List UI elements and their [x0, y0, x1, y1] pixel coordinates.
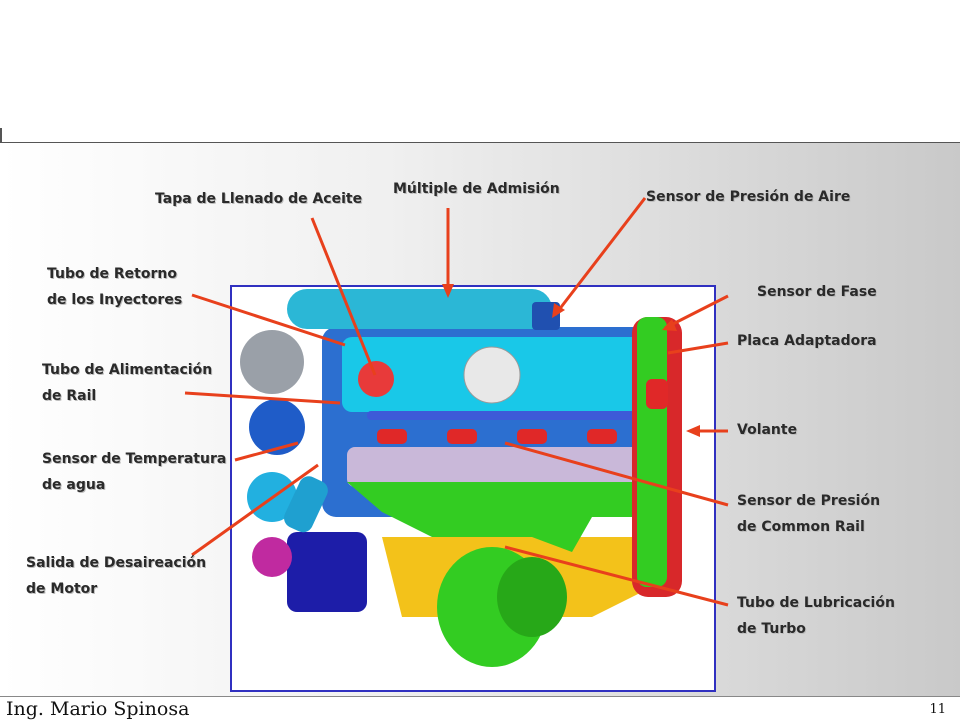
label-intake-manifold: Múltiple de Admisión: [393, 176, 560, 202]
label-text-line1: Tubo de Retorno: [47, 266, 177, 282]
label-text-line1: Sensor de Presión: [737, 493, 881, 509]
injector: [517, 429, 547, 444]
leader-air-sensor: [553, 197, 647, 316]
label-phase-sensor: Sensor de Fase: [757, 279, 877, 305]
footer-divider: [0, 696, 960, 697]
label-text: Sensor de Presión de Aire: [646, 189, 851, 205]
label-flywheel: Volante: [737, 417, 797, 443]
label-text-line2: de Turbo: [737, 621, 806, 637]
label-text-line1: Sensor de Temperatura: [42, 451, 227, 467]
common-rail: [367, 411, 637, 420]
label-text: Placa Adaptadora: [737, 333, 877, 349]
arrowhead-intake: [442, 284, 454, 298]
label-text-line2: de Common Rail: [737, 519, 865, 535]
belt-pulley: [240, 330, 304, 394]
page-number: 11: [929, 702, 946, 717]
label-text: Volante: [737, 422, 798, 438]
engine-illustration: [240, 289, 682, 667]
label-adapter-plate: Placa Adaptadora: [737, 328, 877, 354]
arrowhead-phase-sensor: [662, 319, 677, 331]
leader-adapter-plate: [667, 341, 729, 355]
label-text-line1: Salida de Desaireación: [26, 555, 207, 571]
arrowhead-air-sensor: [552, 303, 565, 318]
valve-cover-dome: [463, 346, 521, 404]
footer-author: Ing. Mario Spinosa: [6, 698, 190, 720]
degassing-outlet: [284, 476, 328, 533]
turbo-housing: [497, 557, 567, 637]
leader-temp-sensor: [234, 441, 299, 462]
label-text: Múltiple de Admisión: [393, 181, 560, 197]
label-turbo-lube-tube: Tubo de Lubricación de Turbo: [737, 590, 895, 642]
label-air-pressure-sensor: Sensor de Presión de Aire: [646, 184, 850, 210]
leader-return-tube: [191, 293, 346, 347]
water-pump-pulley: [249, 399, 305, 455]
label-text: Sensor de Fase: [757, 284, 877, 300]
label-text-line2: de los Inyectores: [47, 292, 183, 308]
injector: [587, 429, 617, 444]
exhaust-manifold: [347, 482, 672, 552]
label-text-line2: de Motor: [26, 581, 98, 597]
arrowhead-flywheel: [686, 425, 700, 437]
alternator: [287, 532, 367, 612]
leader-rail-sensor: [504, 441, 729, 507]
label-rail-supply-tube: Tubo de Alimentación de Rail: [42, 357, 212, 409]
title-divider: [0, 142, 960, 143]
label-text: Tapa de Llenado de Aceite: [155, 191, 363, 207]
label-water-temp-sensor: Sensor de Temperatura de agua: [42, 446, 226, 498]
label-text-line1: Tubo de Alimentación: [42, 362, 213, 378]
oil-filler-cap: [358, 361, 394, 397]
injector: [447, 429, 477, 444]
leader-oil-filler: [310, 217, 377, 376]
label-text-line2: de Rail: [42, 388, 97, 404]
label-injector-return-tube: Tubo de Retorno de los Inyectores: [47, 261, 182, 313]
label-common-rail-pressure-sensor: Sensor de Presión de Common Rail: [737, 488, 880, 540]
leader-phase-sensor: [664, 294, 729, 330]
air-pressure-sensor: [532, 302, 560, 330]
slide-title-area: [0, 0, 960, 143]
leader-turbo-lube: [504, 545, 729, 607]
injector: [377, 429, 407, 444]
label-oil-filler-cap: Tapa de Llenado de Aceite: [155, 186, 362, 212]
leader-supply-tube: [184, 391, 341, 405]
label-engine-degassing-outlet: Salida de Desaireación de Motor: [26, 550, 206, 602]
leader-degassing: [191, 463, 319, 557]
adapter-bracket: [646, 379, 668, 409]
label-text-line2: de agua: [42, 477, 106, 493]
engine-illustration-frame: [230, 285, 716, 692]
intake-ports: [347, 447, 667, 487]
label-text-line1: Tubo de Lubricación: [737, 595, 895, 611]
title-divider-tick: [0, 128, 2, 144]
crank-pulley: [252, 537, 292, 577]
